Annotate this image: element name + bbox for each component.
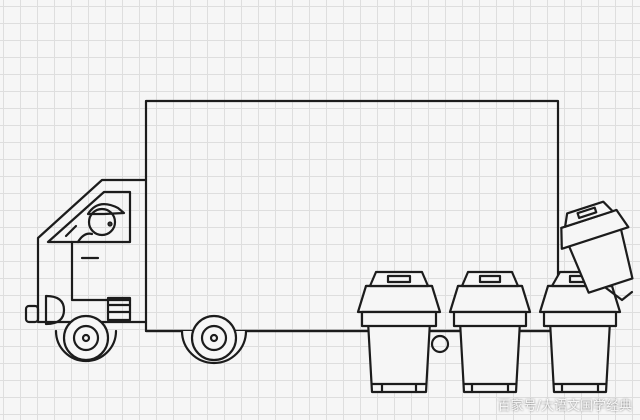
front-wheel-axle	[81, 333, 91, 343]
trash-bin-2	[448, 270, 532, 394]
cab-window	[46, 190, 132, 244]
driver-cap	[86, 203, 126, 216]
back-wheel-hint	[430, 334, 450, 354]
rear-wheel	[190, 314, 238, 362]
headlight	[44, 294, 66, 326]
driver-shoulder	[76, 232, 94, 244]
rear-wheel-hub	[200, 324, 228, 352]
driver-eye	[107, 221, 113, 227]
steering-wheel	[64, 224, 78, 238]
lift-arm	[604, 286, 634, 302]
front-bumper	[24, 304, 40, 324]
cab-step	[106, 296, 132, 322]
front-wheel-hub	[72, 324, 100, 352]
cab-door	[70, 240, 132, 302]
driver-head	[87, 207, 117, 237]
front-wheel	[62, 314, 110, 362]
lifted-trash-bin	[560, 200, 634, 294]
cab-step-lines	[106, 303, 132, 314]
watermark-text: 百家号/大语文国学经典	[497, 399, 632, 414]
rear-wheel-axle	[209, 333, 219, 343]
trash-bin-1	[356, 270, 442, 394]
